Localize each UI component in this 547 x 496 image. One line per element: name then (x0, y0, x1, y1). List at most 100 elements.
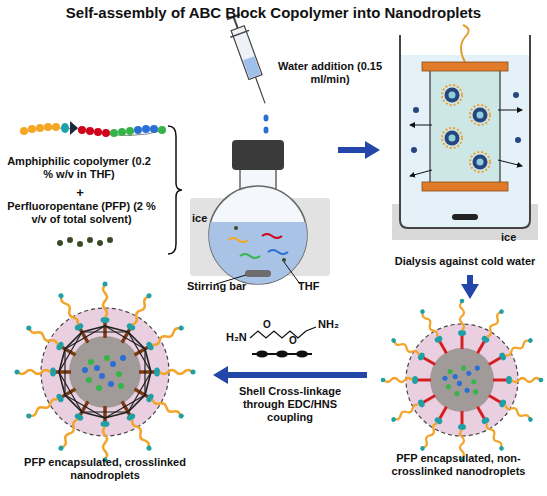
crosslinked-droplet-part (69, 336, 141, 408)
dialysis-setup-part (411, 147, 417, 153)
crosslinked-droplet-part (59, 332, 151, 412)
non-crosslinked-droplet-part (390, 336, 438, 368)
non-crosslinked-droplet-part (430, 348, 494, 412)
flask-setup-part-part (255, 77, 265, 103)
dialysis-setup-part (442, 128, 462, 148)
copolymer-chain-part (142, 125, 150, 133)
flask-setup-part (228, 238, 248, 242)
dialysis-setup-part (410, 170, 432, 176)
stage-caption: PFP encapsulated, non-crosslinked nanodr… (370, 452, 547, 478)
flask-setup-part (284, 262, 300, 284)
droplet-stage: PFP encapsulated, non-crosslinked nanodr… (370, 302, 547, 496)
flask-setup-part (232, 140, 284, 170)
dialysis-setup-part (461, 25, 469, 62)
dialysis-setup-part (470, 152, 490, 172)
copolymer-chain-part (44, 123, 52, 131)
pfp-dots-part (87, 237, 93, 243)
copolymer-chain-part (150, 125, 158, 133)
dialysis-stage: iceDialysis against cold water (383, 15, 547, 272)
copolymer-chain-part (78, 126, 86, 134)
crosslinked-droplet-part (101, 282, 110, 339)
droplet-stage: PFP encapsulated, crosslinked nanodrople… (10, 298, 210, 496)
copolymer-chain-part (61, 123, 69, 133)
bath-label: ice (501, 231, 516, 244)
pfp-dots-part (57, 240, 63, 246)
flask-setup-part-part (231, 26, 262, 80)
crosslinker-molecule (250, 327, 316, 358)
dialysis-setup-part (413, 107, 419, 113)
pfp-dots (57, 237, 113, 247)
dialysis-setup-part (515, 137, 521, 143)
crosslinked-droplet-part (15, 368, 72, 377)
dialysis-setup-part (452, 214, 478, 220)
flask-setup-part (264, 127, 269, 134)
flow-arrow (461, 275, 479, 299)
crosslinked-droplet (15, 282, 196, 463)
plus-sign: + (74, 185, 86, 201)
flow-arrow (213, 366, 367, 384)
non-crosslinked-droplet-part (442, 366, 479, 397)
flask-setup (190, 13, 330, 292)
copolymer-chain-part (158, 126, 166, 134)
reagent-label: Perfluoropentane (PFP) (2 % v/v of total… (4, 200, 159, 226)
crosslinked-droplet-part (101, 406, 110, 463)
pfp-dots-part (67, 237, 73, 243)
non-crosslinked-droplet-part (487, 392, 535, 424)
chem-group: NH₂ (318, 318, 339, 331)
arrow-head (213, 366, 228, 384)
non-crosslinked-droplet-part (493, 376, 543, 384)
flask-setup-part (282, 258, 286, 262)
copolymer-chain-part (94, 128, 102, 136)
copolymer-chain-part (70, 121, 78, 135)
copolymer-chain-part (102, 129, 110, 137)
solvent-label: THF (298, 280, 319, 293)
dialysis-setup-part (401, 55, 529, 227)
pfp-dots-part (107, 237, 113, 243)
copolymer-chain-part (28, 125, 36, 133)
flask-setup-part (268, 250, 288, 254)
dialysis-setup-part (422, 182, 508, 191)
crosslinker-molecule-part (250, 327, 316, 338)
flow-arrow (338, 141, 380, 159)
pfp-dots-part (97, 240, 103, 246)
stage-caption: PFP encapsulated, crosslinked nanodrople… (10, 456, 200, 482)
dialysis-setup-part (422, 62, 508, 71)
dialysis-setup-part (430, 68, 500, 186)
flask-setup-part (224, 13, 274, 106)
copolymer-chain-part (52, 123, 60, 131)
arrow-head (461, 284, 479, 299)
flask-setup-part (245, 270, 271, 277)
chem-group: H₂N (226, 331, 247, 344)
pfp-dots-part (77, 241, 83, 247)
chem-atom: O (289, 334, 297, 347)
part-label: Stirring bar (187, 280, 246, 293)
dialysis-setup-part (498, 160, 522, 166)
dialysis-setup-part (513, 92, 519, 98)
flask-setup-part (234, 226, 238, 230)
flask-stage: iceStirring barTHF (185, 140, 335, 305)
arrow-shaft (338, 147, 368, 153)
arrow-shaft (225, 372, 367, 378)
crosslinker-molecule-part (296, 351, 308, 358)
dialysis-setup-part (410, 125, 432, 126)
non-crosslinked-droplet-part (458, 299, 466, 349)
copolymer-chain-part (20, 127, 28, 135)
non-crosslinked-droplet-part (487, 336, 535, 368)
chem-atom: O (263, 318, 271, 331)
diagram-title: Self-assembly of ABC Block Copolymer int… (0, 4, 547, 22)
copolymer-chain-part (118, 128, 126, 136)
non-crosslinked-droplet-part (418, 308, 450, 356)
crosslinker-molecule-part (256, 351, 268, 358)
non-crosslinked-droplet-part (381, 376, 431, 384)
dialysis-setup-part (442, 85, 462, 105)
dialysis-setup-part (498, 110, 522, 111)
copolymer-chain-part (86, 127, 94, 135)
dialysis-setup-part (400, 35, 530, 228)
process-note: Water addition (0.15 ml/min) (276, 60, 384, 86)
flask-setup-part-part (243, 56, 261, 78)
dialysis-setup-part (470, 105, 490, 125)
copolymer-chain-part (134, 126, 142, 134)
dialysis-setup (392, 25, 538, 240)
copolymer-chain (20, 121, 166, 137)
